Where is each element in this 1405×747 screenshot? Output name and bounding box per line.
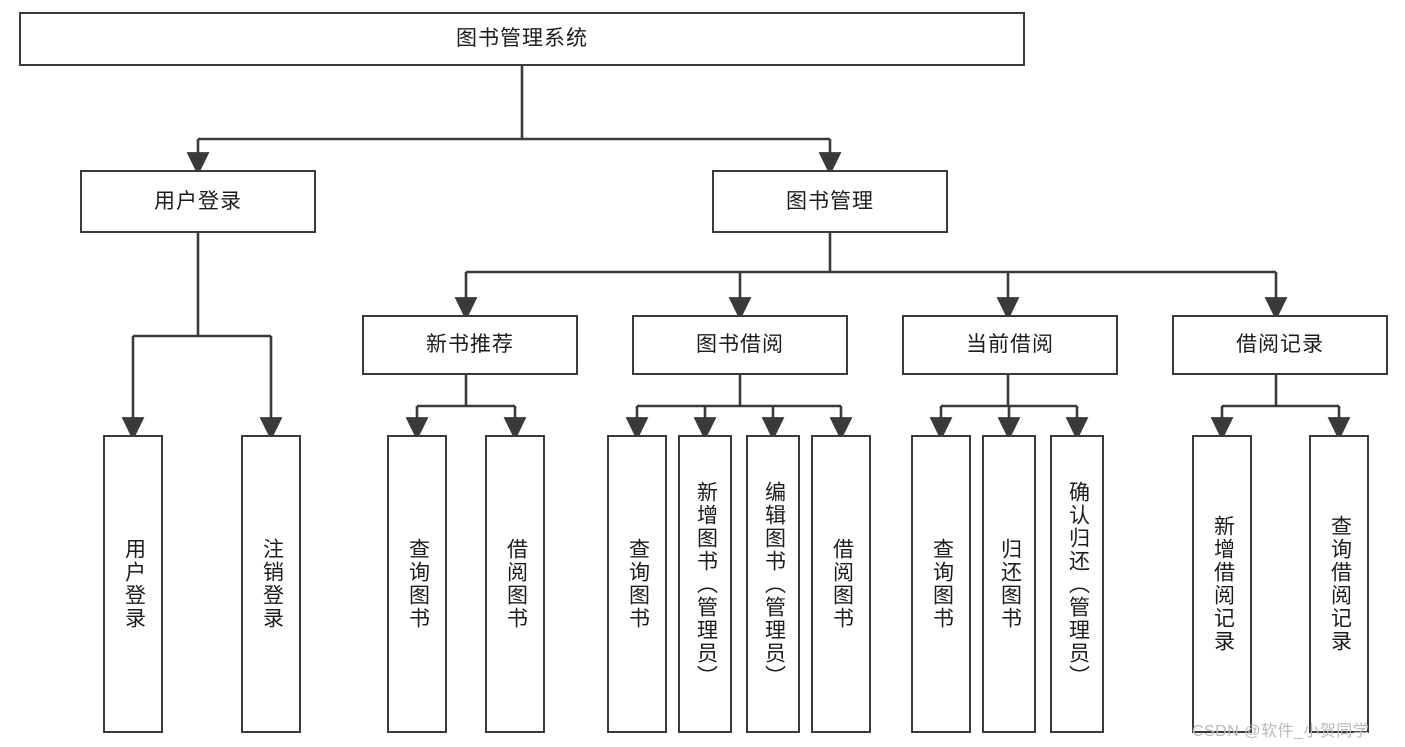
- csdn-watermark: CSDN @软件_小贺同学: [1192, 723, 1370, 740]
- node-label: 查询图书: [930, 538, 954, 630]
- leaf-new-book-query-book[interactable]: 查询图书: [387, 435, 447, 733]
- leaf-book-borrow-add-book-admin[interactable]: 新增图书（管理员）: [678, 435, 732, 733]
- node-label: 新增图书（管理员）: [694, 480, 718, 688]
- node-label: 查询图书: [626, 538, 650, 630]
- leaf-book-borrow-edit-book-admin[interactable]: 编辑图书（管理员）: [746, 435, 800, 733]
- node-label: 借阅记录: [1236, 333, 1324, 357]
- node-label: 确认归还（管理员）: [1066, 480, 1090, 688]
- leaf-borrow-record-query-record[interactable]: 查询借阅记录: [1309, 435, 1369, 733]
- node-label: 编辑图书（管理员）: [762, 480, 786, 688]
- leaf-book-borrow-query-book[interactable]: 查询图书: [607, 435, 667, 733]
- leaf-borrow-record-add-record[interactable]: 新增借阅记录: [1192, 435, 1252, 733]
- node-label: 借阅图书: [504, 538, 528, 630]
- leaf-new-book-borrow-book[interactable]: 借阅图书: [485, 435, 545, 733]
- node-label: 图书借阅: [696, 333, 784, 357]
- node-label: 借阅图书: [830, 538, 854, 630]
- node-label: 查询图书: [406, 538, 430, 630]
- leaf-user-login-login[interactable]: 用户登录: [103, 435, 163, 733]
- node-label: 新增借阅记录: [1211, 515, 1235, 653]
- node-borrow-record[interactable]: 借阅记录: [1172, 315, 1388, 375]
- leaf-current-borrow-confirm-return-admin[interactable]: 确认归还（管理员）: [1050, 435, 1104, 733]
- node-label: 注销登录: [260, 538, 284, 630]
- node-new-book-recommend[interactable]: 新书推荐: [362, 315, 578, 375]
- leaf-current-borrow-query-book[interactable]: 查询图书: [911, 435, 971, 733]
- node-book-management[interactable]: 图书管理: [712, 170, 948, 233]
- node-label: 新书推荐: [426, 333, 514, 357]
- node-label: 归还图书: [998, 538, 1022, 630]
- node-book-borrow[interactable]: 图书借阅: [632, 315, 848, 375]
- node-current-borrow[interactable]: 当前借阅: [902, 315, 1118, 375]
- node-label: 图书管理系统: [456, 27, 588, 51]
- node-label: 当前借阅: [966, 333, 1054, 357]
- node-label: 图书管理: [786, 189, 874, 213]
- node-user-login[interactable]: 用户登录: [80, 170, 316, 233]
- node-label: 用户登录: [154, 189, 242, 213]
- node-label: 查询借阅记录: [1328, 515, 1352, 653]
- leaf-current-borrow-return-book[interactable]: 归还图书: [982, 435, 1036, 733]
- node-label: 用户登录: [122, 538, 146, 630]
- node-root-book-management-system[interactable]: 图书管理系统: [19, 12, 1025, 66]
- leaf-book-borrow-borrow-book[interactable]: 借阅图书: [811, 435, 871, 733]
- leaf-user-login-logout[interactable]: 注销登录: [241, 435, 301, 733]
